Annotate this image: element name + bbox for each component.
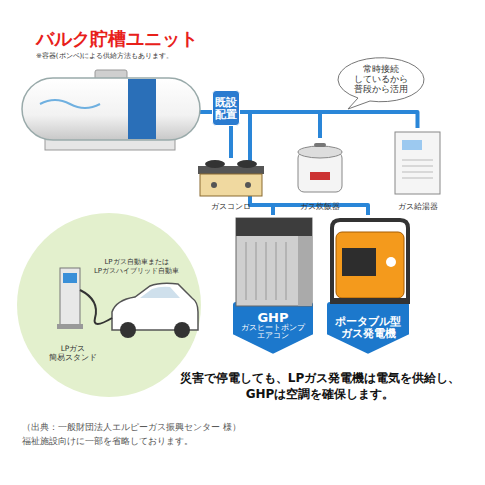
node-text: ガスコンロ	[211, 202, 251, 212]
stove-burner	[237, 160, 257, 168]
ghp-grille	[246, 242, 286, 300]
gas-pipe	[200, 112, 273, 215]
stove-body	[200, 174, 262, 196]
diagram-node: LPガス自動車または LPガスハイブリッド自動車	[74, 258, 199, 346]
generator-frame	[332, 220, 408, 300]
text-label: 災害で停電しても、LPガス発電機は電気を供給し、 GHPは空調を確保します。	[160, 370, 480, 402]
tank-valve-cover	[95, 70, 127, 80]
ghp-unit	[236, 218, 312, 306]
bulk-tank	[22, 78, 200, 140]
node-text: GHP	[257, 311, 288, 324]
node-text: バルク貯槽ユニット	[36, 28, 198, 50]
cooker-panel	[310, 172, 330, 180]
node-text: ポータブル型 ガス発電機	[322, 316, 414, 341]
ghp-fan	[236, 218, 312, 236]
node-text: 既設 配置	[213, 96, 239, 120]
node-text: ※容器(ボンベ)による供給方法もあります。	[36, 52, 173, 60]
bubble-outline	[338, 58, 424, 109]
node-text: ガス炊飯器	[300, 202, 340, 212]
node-text: LPガス自動車または LPガスハイブリッド自動車	[74, 258, 199, 276]
generator-body	[336, 232, 404, 298]
station-circle	[17, 213, 201, 397]
generator-panel	[342, 248, 376, 276]
stove-knob	[245, 182, 251, 188]
pump-hose	[80, 290, 112, 324]
ghp-side	[298, 236, 312, 306]
stove-knob	[211, 182, 217, 188]
tank-stand	[45, 136, 175, 150]
diagram-node: 常時接続 しているから 普段から活用	[336, 56, 426, 110]
pump-display	[63, 273, 77, 283]
heater-panel	[402, 140, 422, 150]
car-body	[112, 283, 198, 330]
car-wheel	[120, 322, 136, 338]
tank-decoration	[40, 100, 100, 108]
diagram-node: LPガス 簡易スタンド	[44, 262, 102, 362]
diagram-node: 既設 配置	[212, 90, 240, 126]
text-label: 福祉施設向けに一部を省略しております。	[22, 436, 352, 447]
diagram-node: ガス炊飯器	[285, 138, 355, 212]
node-text: ガス給湯器	[398, 202, 438, 212]
cooker-body	[298, 152, 342, 192]
diagram-node: GHPガスヒートポンプ エアコン	[228, 215, 318, 357]
gas-pipe	[200, 112, 368, 215]
cooker-lid	[298, 146, 342, 158]
generator-knob	[386, 257, 396, 267]
pump-body	[60, 268, 80, 326]
diagram-node: バルク貯槽ユニット ※容器(ボンベ)による供給方法もあります。	[8, 28, 200, 158]
diagram-node: ガス給湯器	[385, 128, 450, 212]
text-label: （出典：一般財団法人エルピーガス振興センター 様）	[22, 422, 352, 433]
heater-body	[395, 132, 440, 194]
node-text: ガスヒートポンプ エアコン	[228, 324, 318, 341]
car-window	[140, 287, 180, 298]
stove-burner	[205, 160, 225, 168]
pump-base	[57, 324, 83, 329]
node-text: LPガス 簡易スタンド	[44, 344, 102, 362]
tank-band	[128, 79, 156, 139]
car-wheel	[174, 322, 190, 338]
node-text: 常時接続 しているから 普段から活用	[350, 64, 412, 95]
heater-grille	[402, 160, 433, 178]
cooker-handle	[314, 143, 326, 147]
diagram-node: ガスコンロ	[192, 158, 270, 212]
diagram-node: ポータブル型 ガス発電機	[322, 215, 414, 357]
stove-top	[198, 166, 264, 174]
